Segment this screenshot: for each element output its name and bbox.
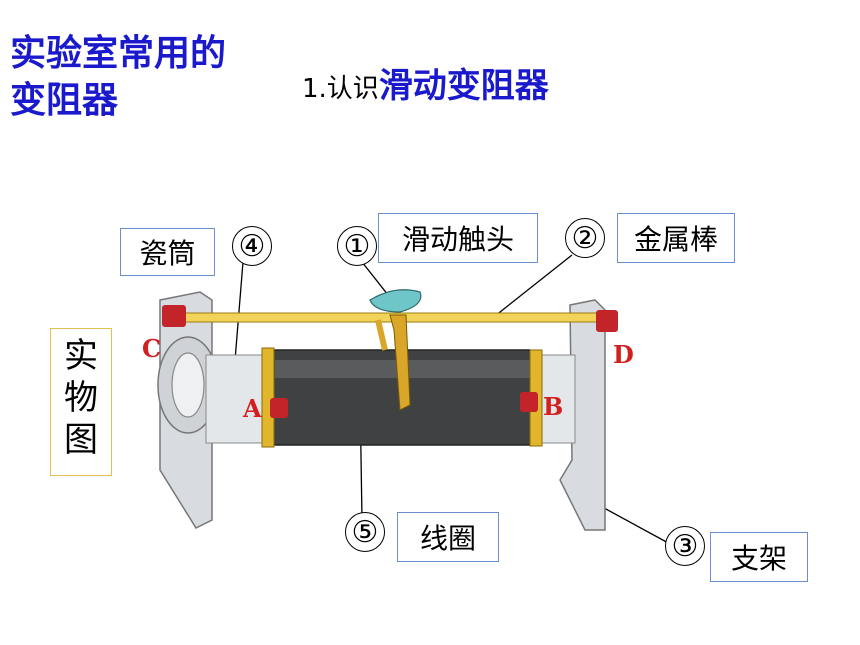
slider-contact: [369, 289, 422, 411]
marker-4: ④: [232, 226, 272, 266]
label-coil: 线圈: [397, 512, 499, 562]
terminal-d-label: D: [613, 340, 634, 369]
label-porcelain-tube: 瓷筒: [120, 228, 215, 276]
page-title: 实验室常用的变阻器: [10, 33, 227, 121]
side-label-char-1: 实: [64, 336, 98, 376]
subtitle-emphasis: 滑动变阻器: [378, 66, 549, 106]
left-bracket: [157, 291, 219, 529]
label-metal-rod: 金属棒: [617, 213, 735, 263]
terminal-a-label: A: [243, 394, 262, 423]
label-bracket: 支架: [710, 532, 808, 582]
marker-3: ③: [665, 526, 705, 566]
terminal-b-label: B: [543, 392, 564, 421]
subtitle-number: 1.认识: [302, 74, 379, 104]
label-slider: 滑动触头: [378, 213, 538, 263]
side-label-char-2: 物: [64, 378, 98, 418]
subtitle: 1.认识滑动变阻器: [302, 58, 549, 107]
terminal-c-label: C: [142, 334, 162, 363]
terminal-d-post: [596, 310, 618, 332]
marker-5: ⑤: [345, 512, 385, 552]
marker-1: ①: [337, 226, 377, 266]
terminal-c-post: [162, 305, 186, 327]
porcelain-tube: [205, 354, 269, 444]
marker-2: ②: [565, 218, 605, 258]
side-label-char-3: 图: [64, 420, 98, 460]
side-label: 实 物 图: [50, 328, 112, 476]
metal-rod: [174, 312, 601, 323]
